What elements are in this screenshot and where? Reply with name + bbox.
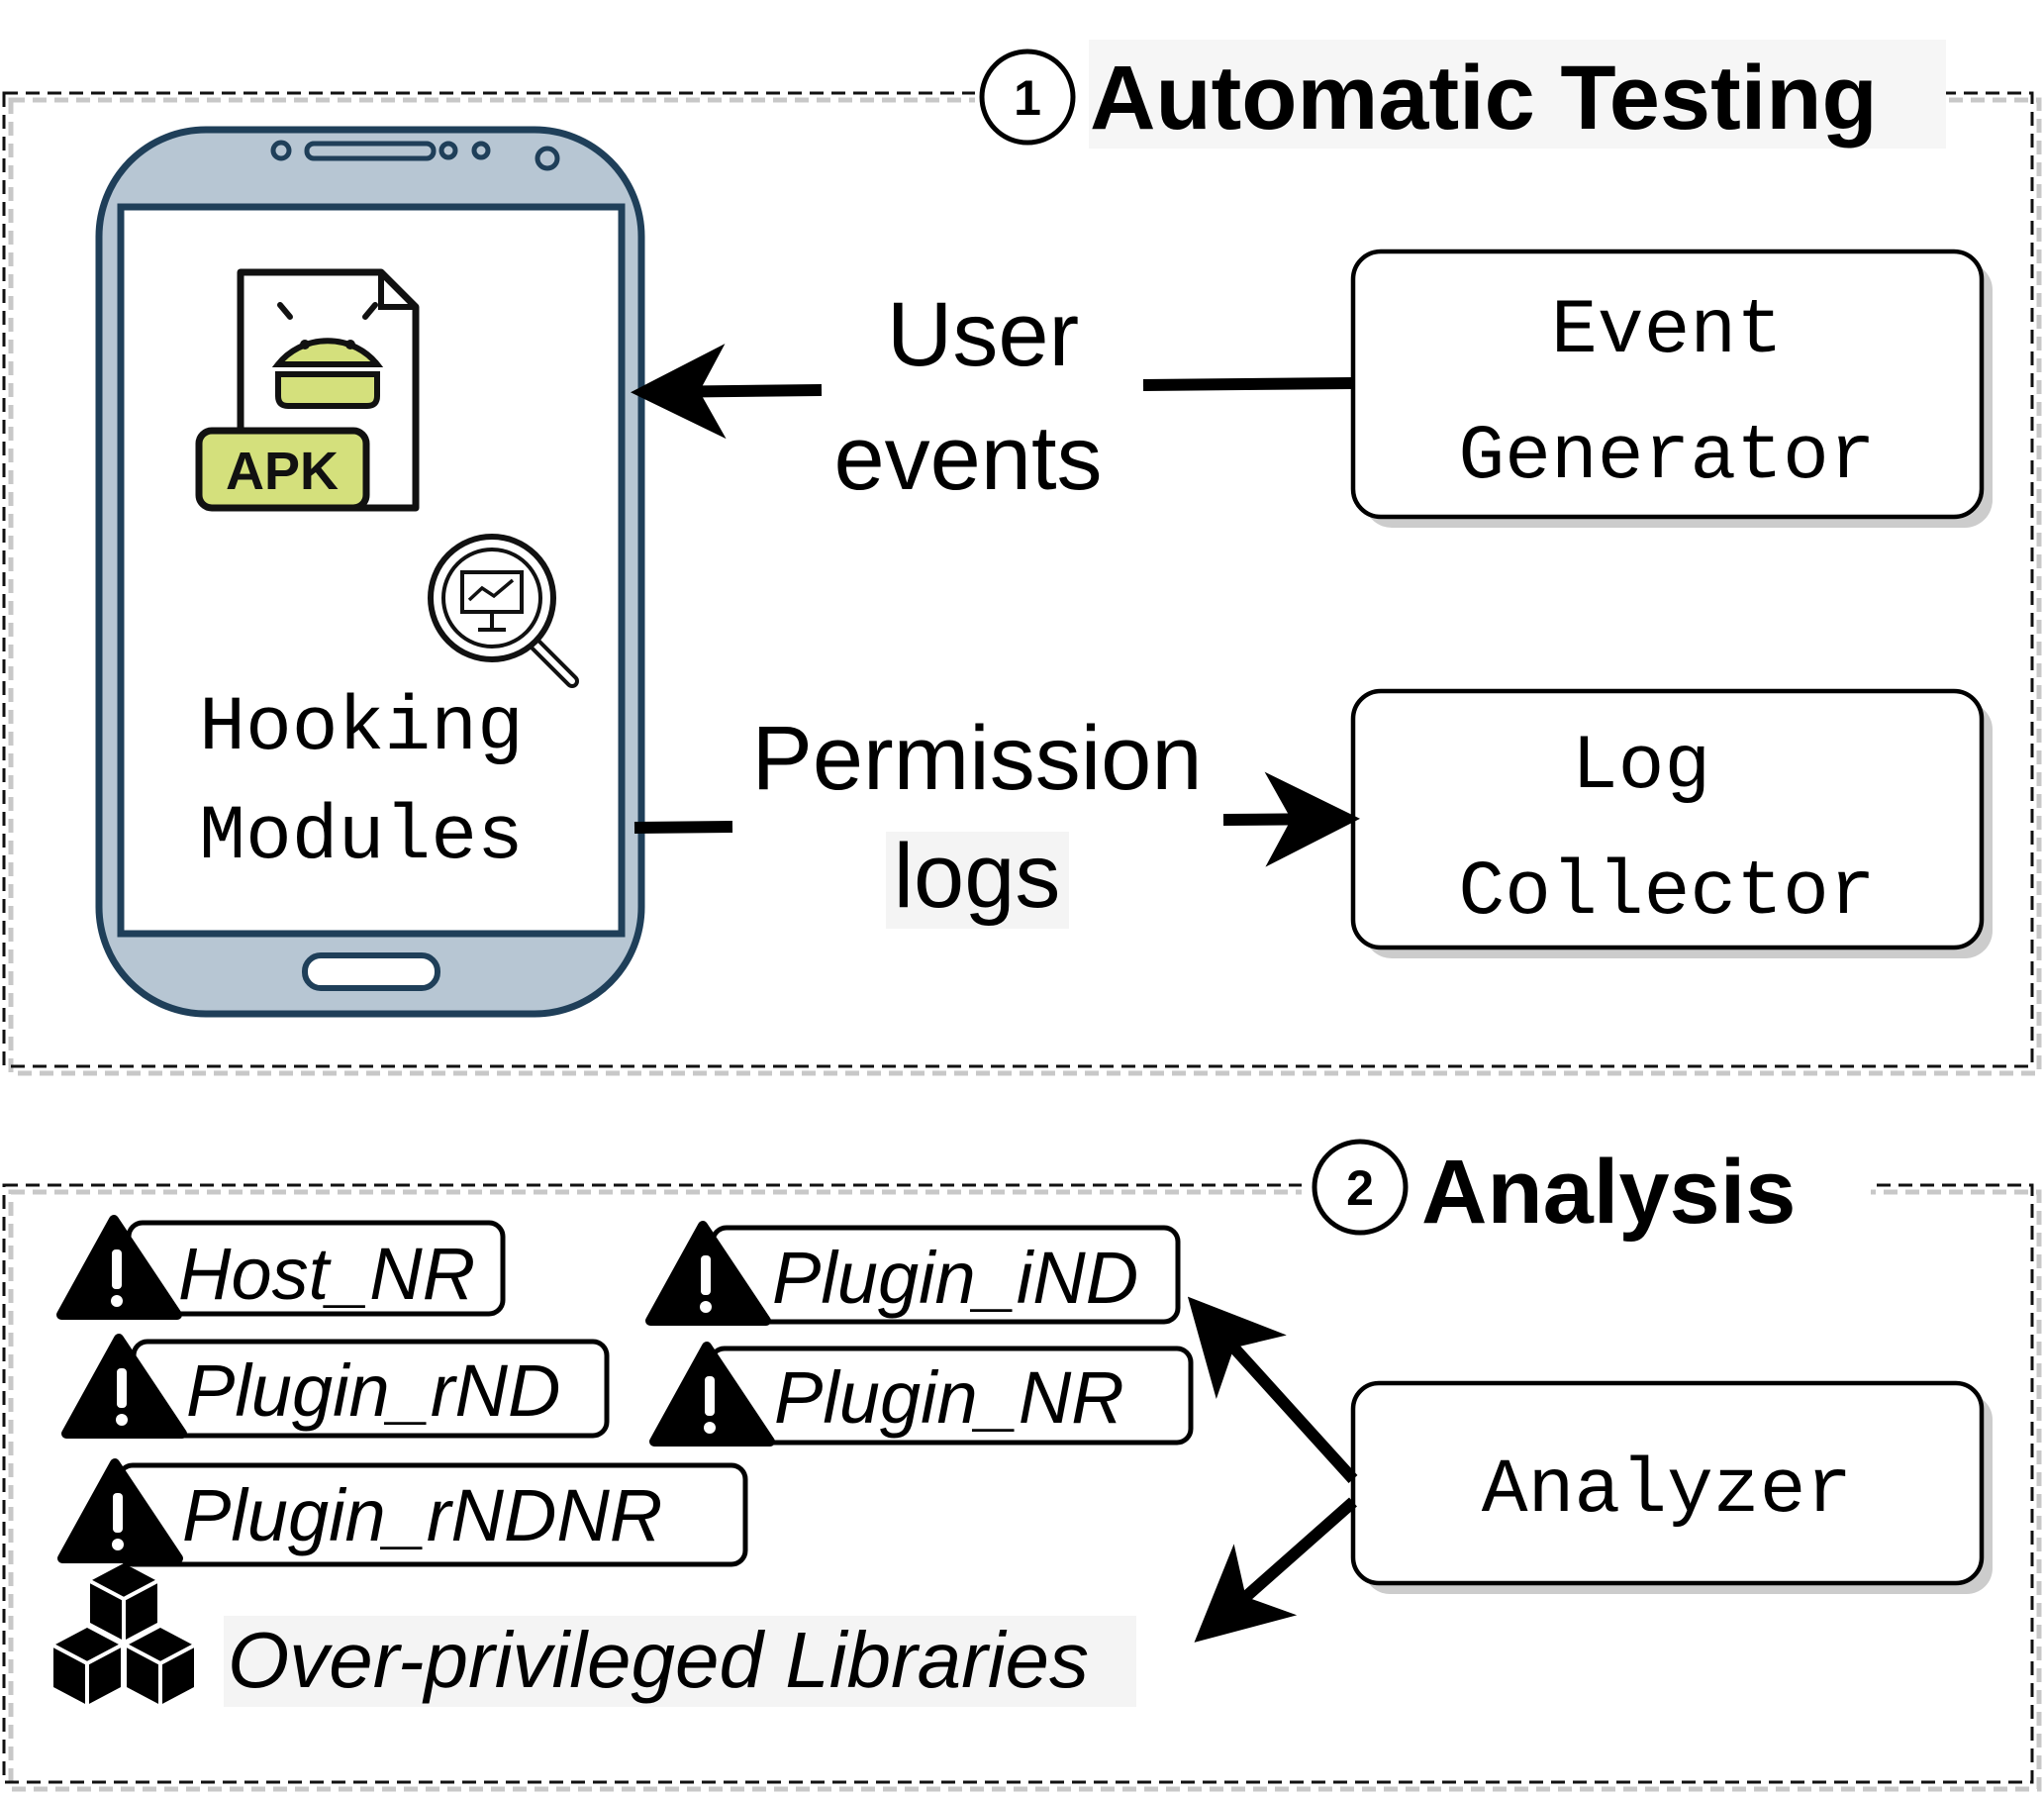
warning-label: Plugin_NR [774,1356,1124,1439]
analyzer-to-libraries-arrow [1194,1497,1357,1643]
warning-label: Plugin_rNDNR [182,1474,662,1556]
warning-triangle-icon [645,1221,771,1326]
section-number: 2 [1346,1160,1374,1216]
magnifier-monitor-icon [428,534,579,688]
over-privileged-libraries-label: Over-privileged Libraries [228,1616,1089,1704]
section-number: 1 [1014,70,1041,126]
android-apk-file-icon: APK [195,268,420,512]
warning-label: Plugin_rND [186,1349,560,1432]
analyzer-label: Analyzer [1482,1448,1852,1535]
event-generator-label-line1: Event [1551,288,1783,375]
warning-triangle-icon [61,1334,187,1439]
log-collector-label-line1: Log [1572,724,1710,811]
hooking-modules-label-line1: Hooking [199,685,524,772]
event-generator-box: Event Generator [1350,249,1993,528]
event-generator-label-line2: Generator [1458,414,1875,501]
user-events-label-line2: events [833,408,1102,509]
analyzer-to-plugin-ind-arrow [1187,1296,1358,1484]
section-number-badge [1312,1139,1409,1236]
warning-triangle-icon [57,1458,183,1563]
warning-badge-plugin-rndnr: Plugin_rNDNR [57,1458,748,1567]
user-events-label-line1: User [887,284,1079,385]
warning-badge-plugin-rnd: Plugin_rND [61,1334,610,1439]
stacked-cubes-icon [52,1563,195,1705]
smartphone-icon [95,126,645,1018]
warning-badge-plugin-ind: Plugin_iND [645,1221,1181,1326]
permission-logs-label-line1: Permission [751,708,1202,809]
permission-logs-label-line2: logs [894,826,1061,927]
analysis-section: 2 Analysis [2,1139,2042,1792]
section-title: Analysis [1421,1142,1796,1243]
hooking-modules-label-line2: Modules [199,794,524,881]
warning-label: Plugin_iND [772,1237,1138,1319]
log-collector-box: Log Collector [1350,688,1993,958]
section-number-badge [979,49,1076,146]
warning-badge-host-nr: Host_NR [56,1215,506,1320]
warning-badge-plugin-nr: Plugin_NR [649,1342,1194,1447]
section-title: Automatic Testing [1090,48,1878,149]
warning-triangle-icon [649,1342,775,1447]
warning-label: Host_NR [178,1233,475,1315]
automatic-testing-section: 1 Automatic Testing [2,40,2042,1076]
warning-triangle-icon [56,1215,182,1320]
analyzer-box: Analyzer [1350,1380,1993,1594]
apk-label: APK [226,442,339,501]
log-collector-label-line2: Collector [1458,849,1875,937]
user-events-edge: User events [631,284,1354,509]
permission-logs-edge: Permission logs [633,708,1360,929]
